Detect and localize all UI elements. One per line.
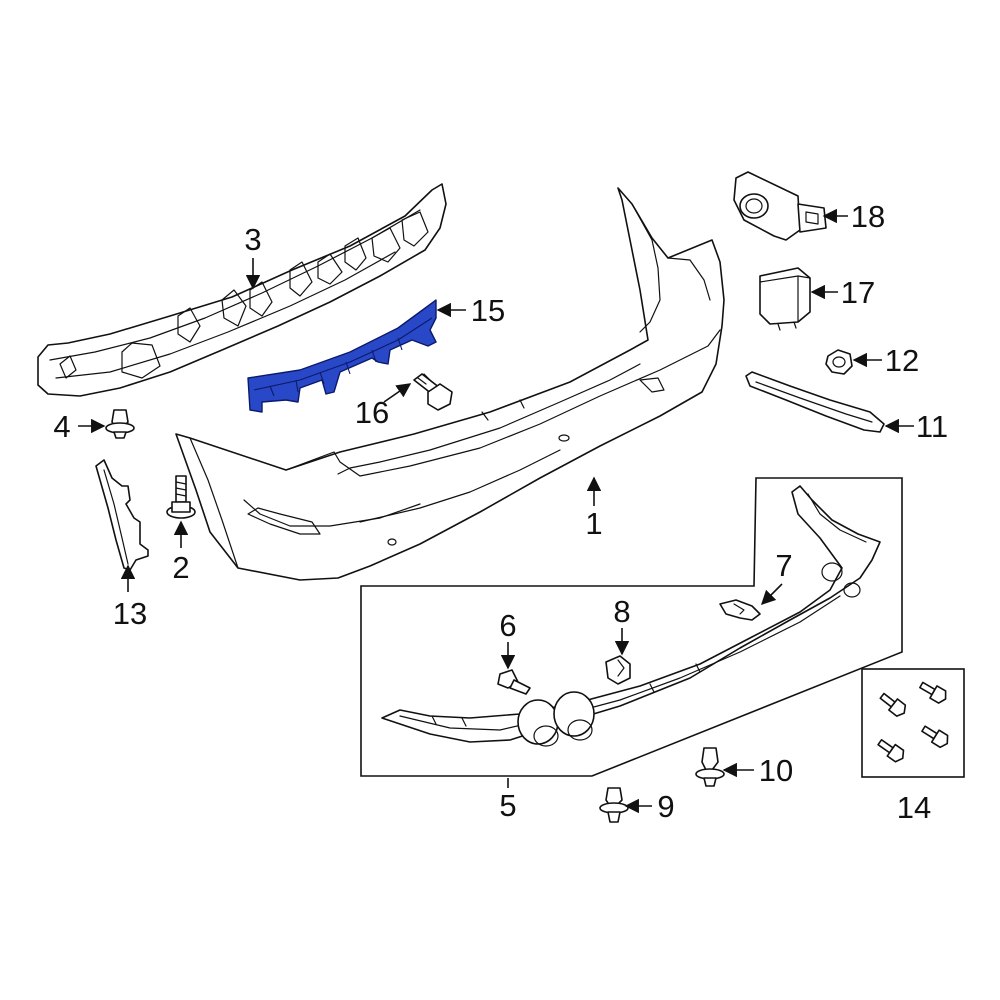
part-18-sensor[interactable] <box>733 171 827 241</box>
callout-labels: 1 2 3 4 5 6 7 8 9 10 11 12 13 14 15 16 1… <box>53 199 948 825</box>
part-14-bolt-set[interactable] <box>876 679 951 764</box>
callout-5: 5 <box>499 788 516 823</box>
callout-12: 12 <box>885 343 919 378</box>
part-2-bolt[interactable] <box>166 475 196 519</box>
leader-lines <box>78 208 914 814</box>
callout-14: 14 <box>897 790 931 825</box>
part-10-push-pin[interactable] <box>695 747 725 787</box>
callout-9: 9 <box>657 789 674 824</box>
leader-16 <box>383 383 412 403</box>
callout-4: 4 <box>53 409 70 444</box>
part-7-clip-nut[interactable] <box>719 599 761 621</box>
part-5-valance[interactable] <box>381 485 881 747</box>
callout-1: 1 <box>585 506 602 541</box>
part-11-reflector[interactable] <box>745 371 885 433</box>
callout-7: 7 <box>775 548 792 583</box>
callout-13: 13 <box>113 596 147 631</box>
part-12-nut[interactable] <box>825 349 853 375</box>
callout-10: 10 <box>759 753 793 788</box>
part-6-screw[interactable] <box>497 669 531 695</box>
callout-3: 3 <box>244 222 261 257</box>
part-4-retainer[interactable] <box>105 409 135 439</box>
callout-6: 6 <box>499 608 516 643</box>
part-5-group-box <box>360 477 903 777</box>
callout-18: 18 <box>851 199 885 234</box>
callout-8: 8 <box>613 594 630 629</box>
callout-11: 11 <box>916 409 948 444</box>
callout-17: 17 <box>841 275 875 310</box>
part-9-push-pin[interactable] <box>599 787 629 823</box>
part-17-module[interactable] <box>759 267 811 331</box>
part-15-bracket[interactable] <box>247 299 437 413</box>
leader-7 <box>760 583 783 606</box>
part-13-side-bracket[interactable] <box>95 459 149 571</box>
callout-15: 15 <box>471 293 505 328</box>
part-16-bolt[interactable] <box>413 373 453 411</box>
callout-2: 2 <box>172 550 189 585</box>
callout-16: 16 <box>355 395 389 430</box>
part-1-bumper-cover[interactable] <box>175 187 725 581</box>
part-14-group-box <box>861 668 965 778</box>
part-8-clip[interactable] <box>605 655 631 685</box>
part-3-energy-absorber[interactable] <box>37 183 447 397</box>
